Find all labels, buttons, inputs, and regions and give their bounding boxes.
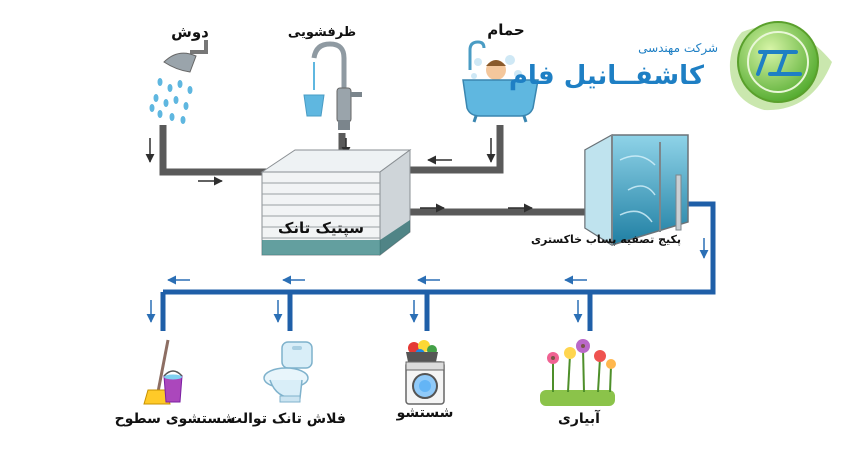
source-pipes (159, 125, 585, 216)
flow-arrows (145, 138, 533, 213)
flowers-icon (540, 339, 616, 406)
irrigation-label: آبیاری (558, 409, 601, 427)
treatment-label: پکیج تصفیه پساب خاکستری (531, 233, 681, 246)
washing-label: شستشو (396, 405, 454, 421)
sink-label: ظرفشویی (288, 25, 356, 40)
shower-icon (149, 40, 208, 124)
bathtub-label: حمام (487, 21, 525, 39)
faucet-icon (303, 41, 362, 130)
brand-subtitle: شرکت مهندسی (638, 41, 718, 56)
brand-name: کاشفــانیل فام (509, 61, 705, 91)
company-logo (729, 21, 832, 111)
bathtub-icon (462, 40, 539, 123)
output-pipes (160, 201, 716, 331)
mop-bucket-icon (143, 339, 183, 405)
toilet-icon (263, 341, 313, 403)
septic-tank-label: سپتیک تانک (278, 219, 364, 238)
toilet-label: فلاش تانک توالت (228, 411, 346, 427)
distribution-pipe (163, 201, 716, 295)
output-arrows (146, 238, 709, 323)
bathtub-pipe (405, 125, 504, 174)
washing-machine-icon (405, 340, 445, 405)
shower-pipe (159, 125, 275, 176)
septic-tank (260, 149, 412, 257)
treatment-package (584, 134, 689, 246)
shower-label: دوش (171, 23, 209, 41)
floor-cleaning-label: شستشوی سطوح (115, 411, 236, 427)
